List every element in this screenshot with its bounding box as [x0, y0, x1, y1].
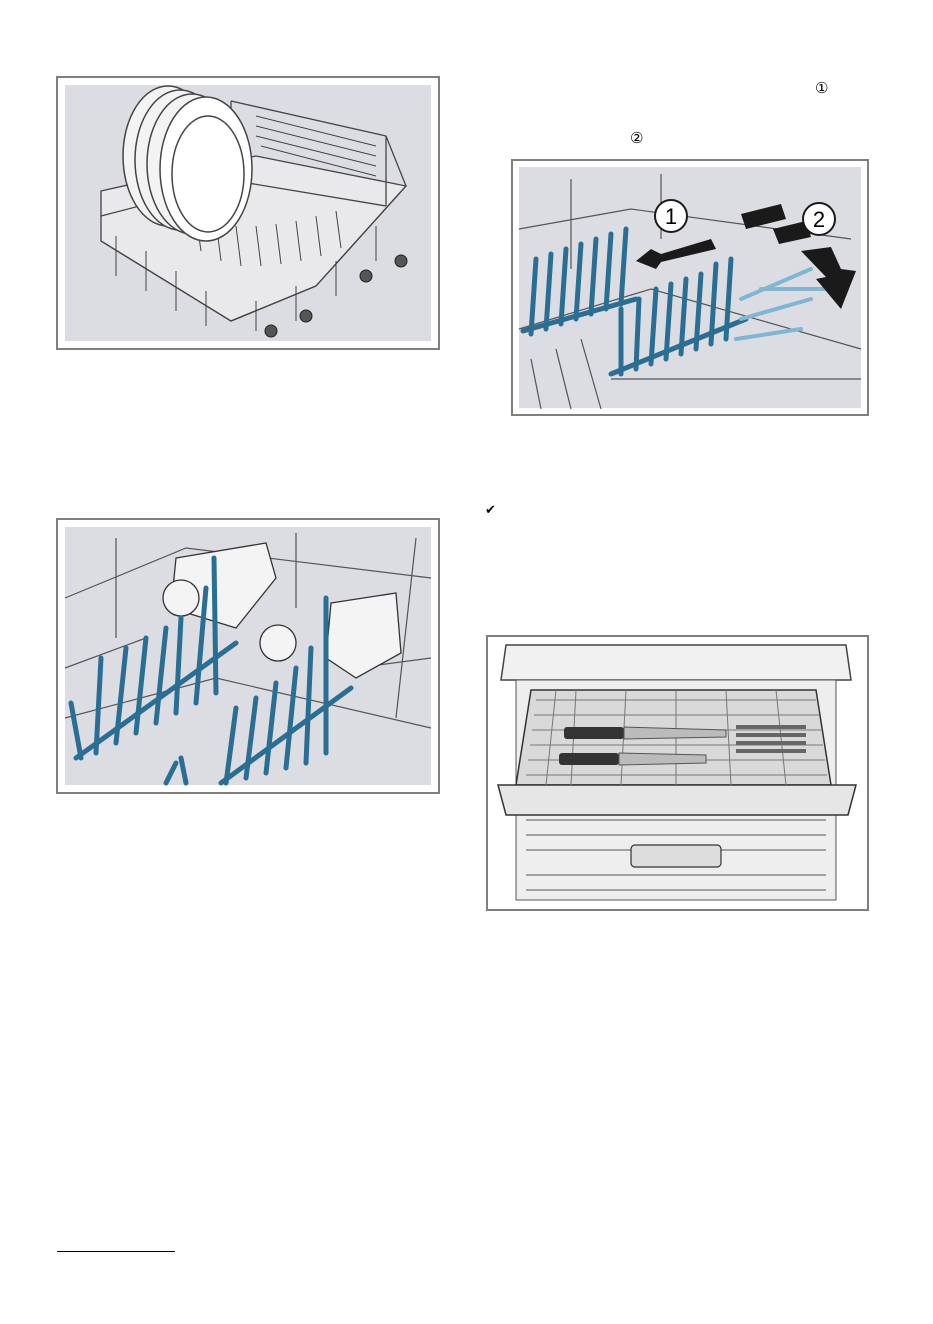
callout-1-label: 1 — [665, 204, 677, 229]
figure-tines-closeup — [56, 518, 440, 794]
figure-basket-with-plates — [56, 76, 440, 350]
result-check-icon: ✔ — [485, 503, 496, 518]
footnote-rule — [57, 1251, 175, 1252]
callout-2-label: 2 — [813, 207, 825, 232]
figure-cutlery-drawer — [486, 635, 869, 911]
figure-folding-tines: 1 2 — [511, 159, 869, 416]
step-marker-2: ② — [630, 131, 643, 146]
step-marker-1: ① — [815, 81, 828, 96]
